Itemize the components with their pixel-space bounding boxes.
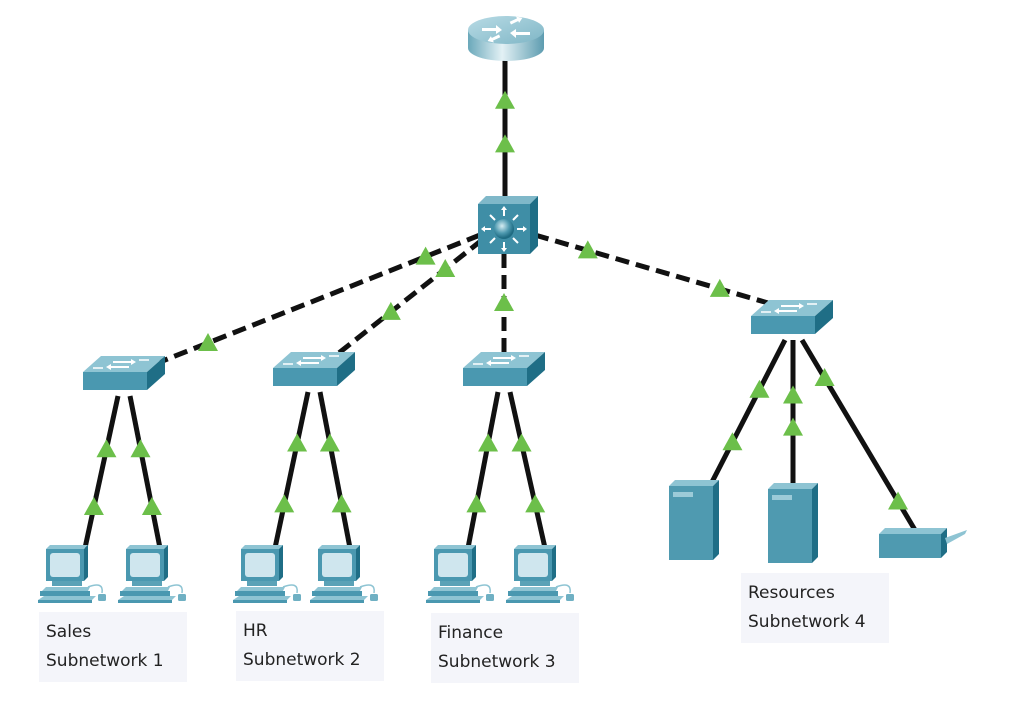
subnet-label-hr: HR Subnetwork 2 xyxy=(236,611,384,681)
link-core-switch-to-switch-1[interactable] xyxy=(159,232,481,365)
devices-layer xyxy=(38,300,967,603)
link-up-indicator-icon xyxy=(525,494,546,513)
link-up-indicator-icon xyxy=(96,439,117,458)
switch-icon-hr[interactable] xyxy=(273,352,355,386)
subnet-number: Subnetwork 4 xyxy=(748,612,866,632)
link-up-indicator-icon xyxy=(814,368,835,386)
pc-icon-finance-1[interactable] xyxy=(426,545,494,603)
subnet-name: HR xyxy=(243,621,268,641)
link-up-indicator-icon xyxy=(319,433,340,452)
link-core-switch-to-switch-2[interactable] xyxy=(333,238,484,358)
switch-icon-sales[interactable] xyxy=(83,356,165,390)
subnet-number: Subnetwork 3 xyxy=(438,652,556,672)
pc-icon-hr-2[interactable] xyxy=(310,545,378,603)
link-up-indicator-icon xyxy=(435,259,456,277)
link-up-indicator-icon xyxy=(141,496,162,515)
subnet-number: Subnetwork 2 xyxy=(243,650,361,670)
switch-icon-finance[interactable] xyxy=(463,352,545,386)
link-up-indicator-icon xyxy=(511,433,532,452)
link-up-indicator-icon xyxy=(749,379,770,398)
subnet-name: Sales xyxy=(46,622,92,642)
link-up-indicator-icon xyxy=(494,292,514,311)
pc-icon-sales-1[interactable] xyxy=(38,545,106,603)
link-up-indicator-icon xyxy=(83,496,104,515)
link-up-indicator-icon xyxy=(415,246,436,265)
router-icon[interactable] xyxy=(468,14,544,61)
link-switch-2-to-pc-2a[interactable] xyxy=(272,391,311,549)
link-switch-4-to-server-1[interactable] xyxy=(709,338,788,484)
subnet-label-sales: Sales Subnetwork 1 xyxy=(39,612,187,682)
subnet-label-resources: Resources Subnetwork 4 xyxy=(741,573,889,643)
subnet-name: Finance xyxy=(438,623,504,643)
link-switch-3-to-pc-3a[interactable] xyxy=(465,391,501,549)
printer-icon[interactable] xyxy=(879,528,967,558)
link-up-indicator-icon xyxy=(495,90,515,109)
pc-icon-hr-1[interactable] xyxy=(233,545,301,603)
link-up-indicator-icon xyxy=(130,439,151,458)
link-switch-3-to-pc-3b[interactable] xyxy=(507,391,548,549)
link-switch-1-to-pc-1a[interactable] xyxy=(82,395,121,549)
link-up-indicator-icon xyxy=(709,278,730,297)
link-up-indicator-icon xyxy=(577,240,598,259)
link-status-layer xyxy=(83,90,909,515)
link-up-indicator-icon xyxy=(198,332,218,351)
link-core-switch-to-switch-4[interactable] xyxy=(534,232,776,308)
server-icon-2[interactable] xyxy=(768,483,818,563)
link-up-indicator-icon xyxy=(783,417,803,436)
pc-icon-finance-2[interactable] xyxy=(506,545,574,603)
link-switch-1-to-pc-1b[interactable] xyxy=(127,395,163,549)
link-up-indicator-icon xyxy=(888,491,909,510)
link-up-indicator-icon xyxy=(287,433,308,452)
link-up-indicator-icon xyxy=(331,494,352,513)
link-up-indicator-icon xyxy=(783,385,803,404)
subnet-label-finance: Finance Subnetwork 3 xyxy=(431,613,579,683)
link-switch-2-to-pc-2b[interactable] xyxy=(317,391,353,549)
subnet-number: Subnetwork 1 xyxy=(46,651,164,671)
switch-icon-resources[interactable] xyxy=(751,300,833,334)
server-icon-1[interactable] xyxy=(669,480,719,560)
link-up-indicator-icon xyxy=(495,134,515,153)
link-up-indicator-icon xyxy=(722,432,743,451)
link-up-indicator-icon xyxy=(274,494,295,513)
link-up-indicator-icon xyxy=(380,301,401,320)
subnet-name: Resources xyxy=(748,583,835,603)
link-up-indicator-icon xyxy=(466,494,487,513)
pc-icon-sales-2[interactable] xyxy=(118,545,186,603)
link-up-indicator-icon xyxy=(478,433,499,452)
multilayer-switch-icon[interactable] xyxy=(478,196,538,254)
links-layer xyxy=(82,60,918,549)
